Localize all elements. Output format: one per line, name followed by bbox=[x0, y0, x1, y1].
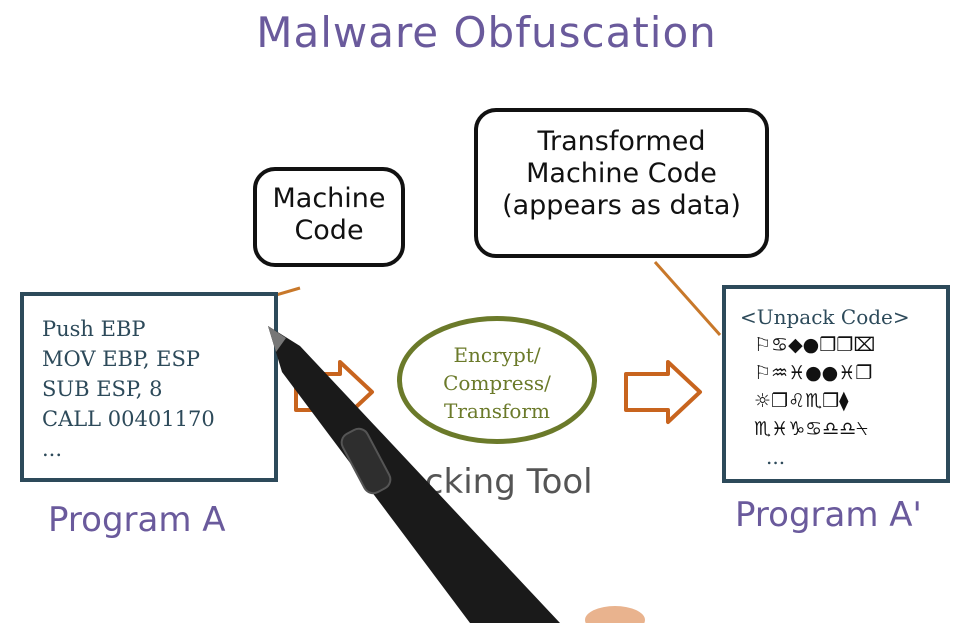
program-a-label: Program A bbox=[48, 500, 226, 540]
callout-line: Code bbox=[294, 214, 364, 246]
callout-line: Transformed bbox=[537, 126, 706, 157]
program-a-prime-box: <Unpack Code> ⚐♋◆●❒❐⌧ ⚐♒♓●●♓❐ ☼❐♌♏❒⧫ ♏♓♑… bbox=[722, 285, 950, 483]
callout-line: Machine Code bbox=[526, 157, 717, 189]
code-line: SUB ESP, 8 bbox=[42, 377, 163, 401]
program-a-box: Push EBP MOV EBP, ESP SUB ESP, 8 CALL 00… bbox=[20, 292, 278, 482]
tool-line: Encrypt/ bbox=[453, 343, 541, 367]
code-line: Push EBP bbox=[42, 317, 146, 341]
callout-line: (appears as data) bbox=[502, 189, 741, 221]
code-line: ... bbox=[42, 437, 63, 461]
callout-machine-code: Machine Code bbox=[253, 167, 405, 267]
code-line: MOV EBP, ESP bbox=[42, 347, 201, 371]
diagram-title: Malware Obfuscation bbox=[256, 8, 717, 57]
encoded-data-line: ⚐♋◆●❒❐⌧ bbox=[754, 334, 876, 356]
stylus-pen-icon bbox=[268, 326, 645, 623]
connector-transformed-code bbox=[653, 261, 722, 336]
tool-line: Compress/ bbox=[443, 371, 551, 395]
encoded-data-line: ☼❐♌♏❒⧫ bbox=[754, 390, 849, 412]
program-a-prime-label: Program A' bbox=[735, 495, 922, 535]
encoded-data-line: ⚐♒♓●●♓❐ bbox=[754, 362, 873, 384]
encoded-data-line: ♏♓♑♋♎♎⍀ bbox=[754, 418, 868, 440]
callout-transformed-code: Transformed Machine Code (appears as dat… bbox=[474, 108, 769, 258]
callout-line: Machine bbox=[272, 183, 386, 214]
code-line: CALL 00401170 bbox=[42, 407, 215, 431]
ellipsis: ... bbox=[766, 445, 786, 469]
packing-tool-ellipse: Encrypt/ Compress/ Transform bbox=[397, 316, 597, 444]
unpack-code-header: <Unpack Code> bbox=[740, 305, 910, 329]
arrow-right-icon bbox=[624, 360, 702, 424]
tool-line: Transform bbox=[444, 399, 550, 423]
